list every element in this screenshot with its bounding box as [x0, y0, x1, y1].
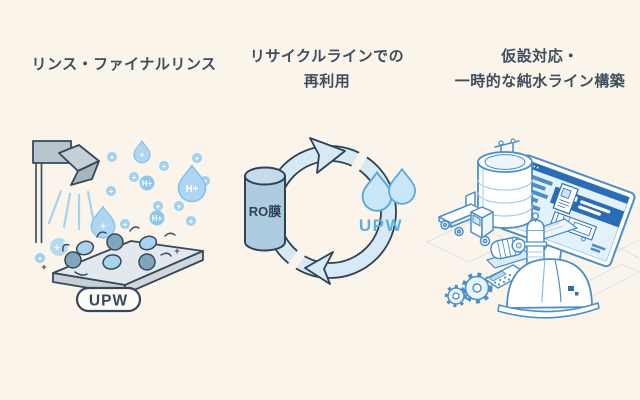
loop-gap [348, 145, 371, 177]
svg-text:+: + [109, 186, 114, 196]
wafer-plate [52, 240, 204, 295]
svg-text:H+: H+ [142, 179, 153, 188]
upw-badge: UPW [75, 286, 142, 313]
hard-hat-icon [497, 258, 600, 319]
svg-text:+: + [100, 221, 106, 232]
ion-circle: + [153, 201, 163, 211]
svg-text:+: + [132, 172, 137, 182]
svg-text:+: + [54, 243, 60, 254]
calculator-icon [484, 264, 527, 289]
helmet-logo [568, 286, 574, 291]
svg-text:+: + [123, 219, 128, 229]
cartridge-diagram [552, 182, 580, 215]
svg-text:+: + [203, 176, 208, 186]
recycle-arrow-bottom [304, 251, 334, 285]
svg-text:+: + [63, 240, 67, 247]
ion-circle: + [106, 186, 116, 196]
ion-circle: + [107, 152, 117, 162]
ion-circle: + [35, 253, 45, 263]
recycle-arrow-top [309, 137, 346, 174]
water-drop-icon: + [133, 140, 151, 164]
screen-titlebar [525, 160, 630, 204]
scrub-marks [62, 226, 176, 276]
svg-text:+: + [110, 152, 115, 162]
ro-membrane-cylinder: RO膜 [244, 166, 286, 252]
svg-text:H+: H+ [186, 184, 199, 195]
ion-circle: + [120, 219, 130, 229]
ion-circle: + [192, 153, 202, 163]
section-title-recycle: リサイクルラインでの 再利用 [249, 48, 405, 90]
section-title-rinse: リンス・ファイナルリンス [31, 56, 217, 73]
helmet-logo [575, 292, 579, 296]
section-title-temporary: 仮設対応・ 一時的な純水ライン構築 [454, 48, 626, 90]
svg-text:+: + [177, 201, 182, 211]
truck-icon [438, 191, 494, 247]
hydrogen-ion-circle: H+ [149, 210, 165, 226]
rinse-illustration: + + + + + + [32, 140, 210, 313]
bubble: + + [50, 238, 68, 256]
svg-text:+: + [38, 253, 43, 263]
contaminant-particles [64, 233, 158, 271]
recycle-illustration: RO膜 UPW [244, 137, 416, 285]
svg-text:H+: H+ [152, 214, 163, 223]
loop-gap [283, 245, 309, 276]
temporary-line-illustration [425, 138, 640, 319]
pump-icon [485, 236, 533, 269]
svg-text:+: + [156, 201, 161, 211]
svg-text:+: + [140, 150, 145, 159]
svg-text:UPW: UPW [89, 293, 128, 310]
plus-mark: + [41, 262, 46, 272]
upw-label: UPW [359, 216, 403, 235]
water-ions: + + + + + + [35, 140, 210, 263]
plus-mark: + [174, 246, 179, 256]
mounting-pole [35, 163, 43, 243]
water-drop-icon: H+ [177, 164, 207, 203]
gears-icon [444, 272, 493, 308]
ro-membrane-label: RO膜 [249, 204, 282, 219]
spray-stream [47, 189, 96, 231]
screen-text-bar [580, 200, 611, 214]
water-drop-icon [388, 167, 416, 205]
ion-circle: + [129, 172, 139, 182]
spray-nozzle-icon [32, 140, 100, 243]
svg-text:+: + [189, 216, 194, 226]
screen-text-bar [578, 205, 601, 216]
ion-circle: + [186, 216, 196, 226]
ion-circle: + [159, 161, 169, 171]
upw-droplets: UPW [359, 167, 416, 235]
svg-text:+: + [162, 161, 167, 171]
svg-text:+: + [195, 153, 200, 163]
hydrogen-ion-circle: H+ [139, 175, 155, 191]
water-drop-icon: + [90, 205, 116, 239]
ion-circle: + [174, 201, 184, 211]
